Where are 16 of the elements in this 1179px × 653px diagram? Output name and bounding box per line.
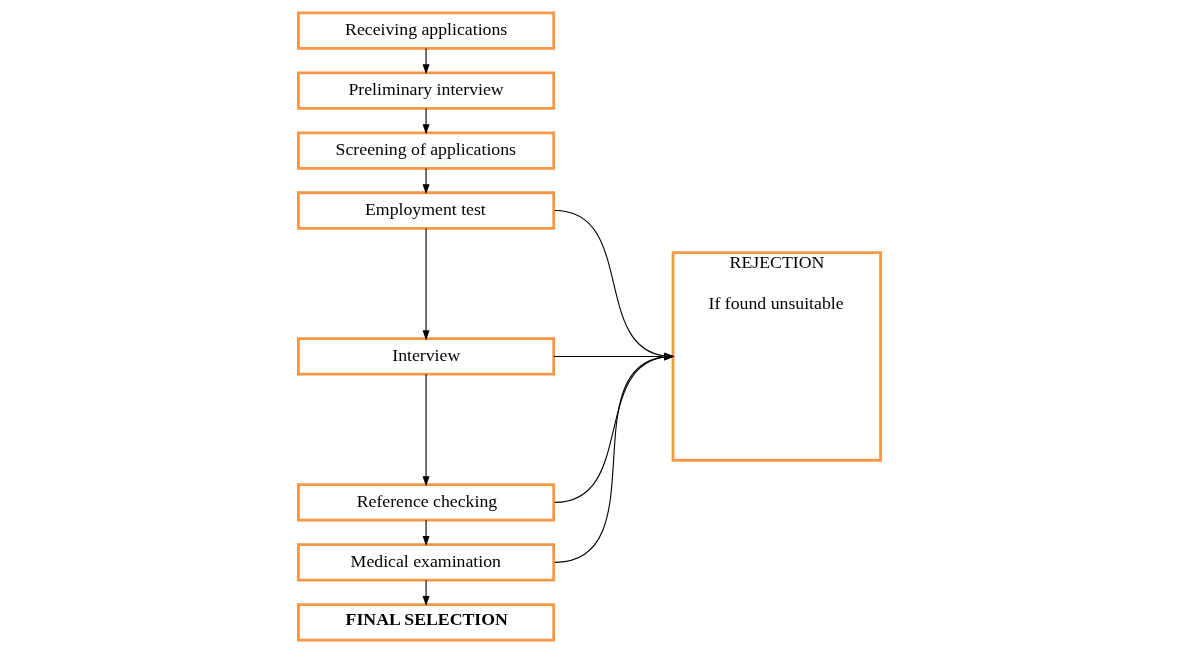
arrow xyxy=(422,519,430,547)
node-box: Medical examination xyxy=(297,543,556,582)
node-box: Screening of applications xyxy=(297,131,556,170)
arrow xyxy=(422,227,430,341)
node-box: Employment test xyxy=(297,191,556,230)
node-box: FINAL SELECTION xyxy=(297,603,556,642)
arrow xyxy=(422,47,430,75)
node-box: Preliminary interview xyxy=(297,71,556,110)
arrow xyxy=(422,579,430,606)
node-box: Reference checking xyxy=(297,483,556,522)
node-box: Interview xyxy=(297,337,556,376)
arrow xyxy=(422,107,430,135)
arrow xyxy=(422,373,430,487)
node-box: Receiving applications xyxy=(297,11,556,50)
node-box: REJECTION If found unsuitable xyxy=(671,251,882,462)
arrow xyxy=(422,167,430,195)
